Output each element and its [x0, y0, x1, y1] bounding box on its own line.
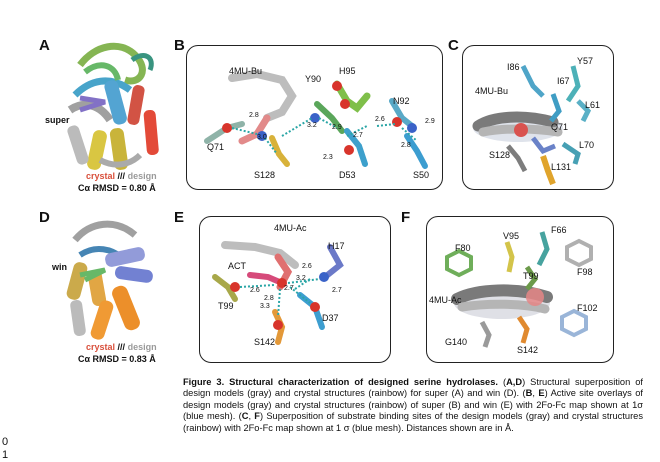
distance-label: 2.9 [425, 118, 435, 125]
residue-label: I86 [507, 62, 520, 72]
residue-label: S128 [254, 170, 276, 180]
panel-b-box: 4MU-Bu Y90 H95 N92 Q71 S128 D53 S50 2.8 … [186, 45, 443, 190]
design-name-super: super [45, 115, 70, 125]
binding-site-super [472, 64, 592, 186]
residue-label: F98 [577, 267, 593, 277]
panel-letter-f: F [401, 209, 411, 226]
active-site-super [204, 69, 428, 169]
distance-label: 2.6 [375, 116, 385, 123]
distance-label: 2.7 [332, 287, 342, 294]
caption-lead: Figure 3. Structural characterization of… [183, 377, 498, 387]
line-number: 1 [2, 449, 9, 461]
residue-label: L61 [585, 100, 601, 110]
residue-label: F80 [455, 243, 471, 253]
caption-ref: C [241, 411, 249, 422]
residue-label: S128 [489, 150, 511, 160]
residue-label: Q71 [207, 142, 225, 152]
legend-crystal-label: crystal [86, 171, 116, 181]
legend-sep: /// [117, 171, 126, 181]
caption-text: ) Superposition of substrate binding sit… [183, 411, 643, 433]
residue-label: L70 [579, 140, 595, 150]
residue-label: 4MU-Bu [475, 86, 509, 96]
residue-label: 4MU-Ac [429, 295, 462, 305]
active-site-win [212, 241, 344, 345]
rmsd-win: Cα RMSD = 0.83 Å [78, 354, 156, 364]
distance-label: 2.3 [323, 154, 333, 161]
residue-label: Q71 [551, 122, 569, 132]
residue-label: V95 [503, 231, 520, 241]
distance-label: 2.6 [250, 287, 260, 294]
residue-label: F66 [551, 225, 567, 235]
distance-label: 3.0 [257, 134, 267, 141]
distance-label: 3.3 [260, 303, 270, 310]
residue-label: Y90 [305, 74, 322, 84]
legend-crystal-label: crystal [86, 342, 116, 352]
residue-label: S50 [413, 170, 430, 180]
panel-f-box: F80 V95 F66 T99 F98 4MU-Ac F102 G140 S14… [426, 216, 614, 363]
panel-letter-c: C [448, 37, 459, 54]
distance-label: 2.9 [332, 124, 342, 131]
residue-label: D37 [322, 313, 339, 323]
figure-caption: Figure 3. Structural characterization of… [183, 377, 643, 434]
residue-label: L131 [551, 162, 572, 172]
caption-text: , [532, 388, 539, 399]
residue-label: H95 [339, 66, 356, 76]
caption-text: ) Structural superposition of design mod… [183, 377, 643, 399]
residue-label: T99 [218, 301, 234, 311]
legend-a: crystal /// design [86, 171, 157, 181]
legend-sep: /// [117, 342, 126, 352]
distance-label: 2.8 [264, 295, 274, 302]
residue-label: G140 [445, 337, 468, 347]
binding-site-win [445, 231, 593, 348]
distance-label: 3.2 [307, 122, 317, 129]
distance-label: 2.8 [401, 142, 411, 149]
residue-label: N92 [393, 96, 410, 106]
distance-label: 2.7 [353, 132, 363, 139]
panel-c-box: I86 Y57 I67 4MU-Bu L61 Q71 S128 L70 L131 [462, 45, 614, 190]
rmsd-super: Cα RMSD = 0.80 Å [78, 183, 156, 193]
distance-label: 3.2 [296, 275, 306, 282]
caption-ref: E [538, 388, 545, 399]
residue-label: S142 [254, 337, 276, 347]
residue-label: D53 [339, 170, 356, 180]
distance-label: 2.8 [249, 112, 259, 119]
caption-text: , [248, 411, 255, 422]
panel-letter-b: B [174, 37, 185, 54]
legend-d: crystal /// design [86, 342, 157, 352]
design-name-win: win [52, 262, 67, 272]
residue-label: Y57 [577, 56, 594, 66]
legend-design-label: design [127, 342, 157, 352]
caption-ref: F [254, 411, 260, 422]
caption-ref: B [525, 388, 533, 399]
panel-letter-a: A [39, 37, 50, 54]
panel-letter-e: E [174, 209, 185, 226]
distance-label: 2.6 [302, 263, 312, 270]
panel-e-box: 4MU-Ac H17 ACT T99 D37 S142 2.6 3.2 2.7 … [199, 216, 391, 363]
panel-letter-d: D [39, 209, 50, 226]
legend-design-label: design [127, 171, 157, 181]
residue-label: 4MU-Ac [274, 223, 307, 233]
residue-label: H17 [328, 241, 345, 251]
residue-label: I67 [557, 76, 570, 86]
residue-label: ACT [228, 261, 246, 271]
residue-label: F102 [577, 303, 598, 313]
distance-label: 2.7 [284, 285, 294, 292]
line-number: 0 [2, 436, 9, 448]
residue-label: S142 [517, 345, 539, 355]
caption-text: ) Active site overlays of design models … [183, 388, 643, 422]
residue-label: 4MU-Bu [229, 66, 263, 76]
caption-ref: A,D [506, 377, 523, 387]
caption-text: ( [497, 377, 507, 387]
residue-label: T99 [523, 271, 539, 281]
